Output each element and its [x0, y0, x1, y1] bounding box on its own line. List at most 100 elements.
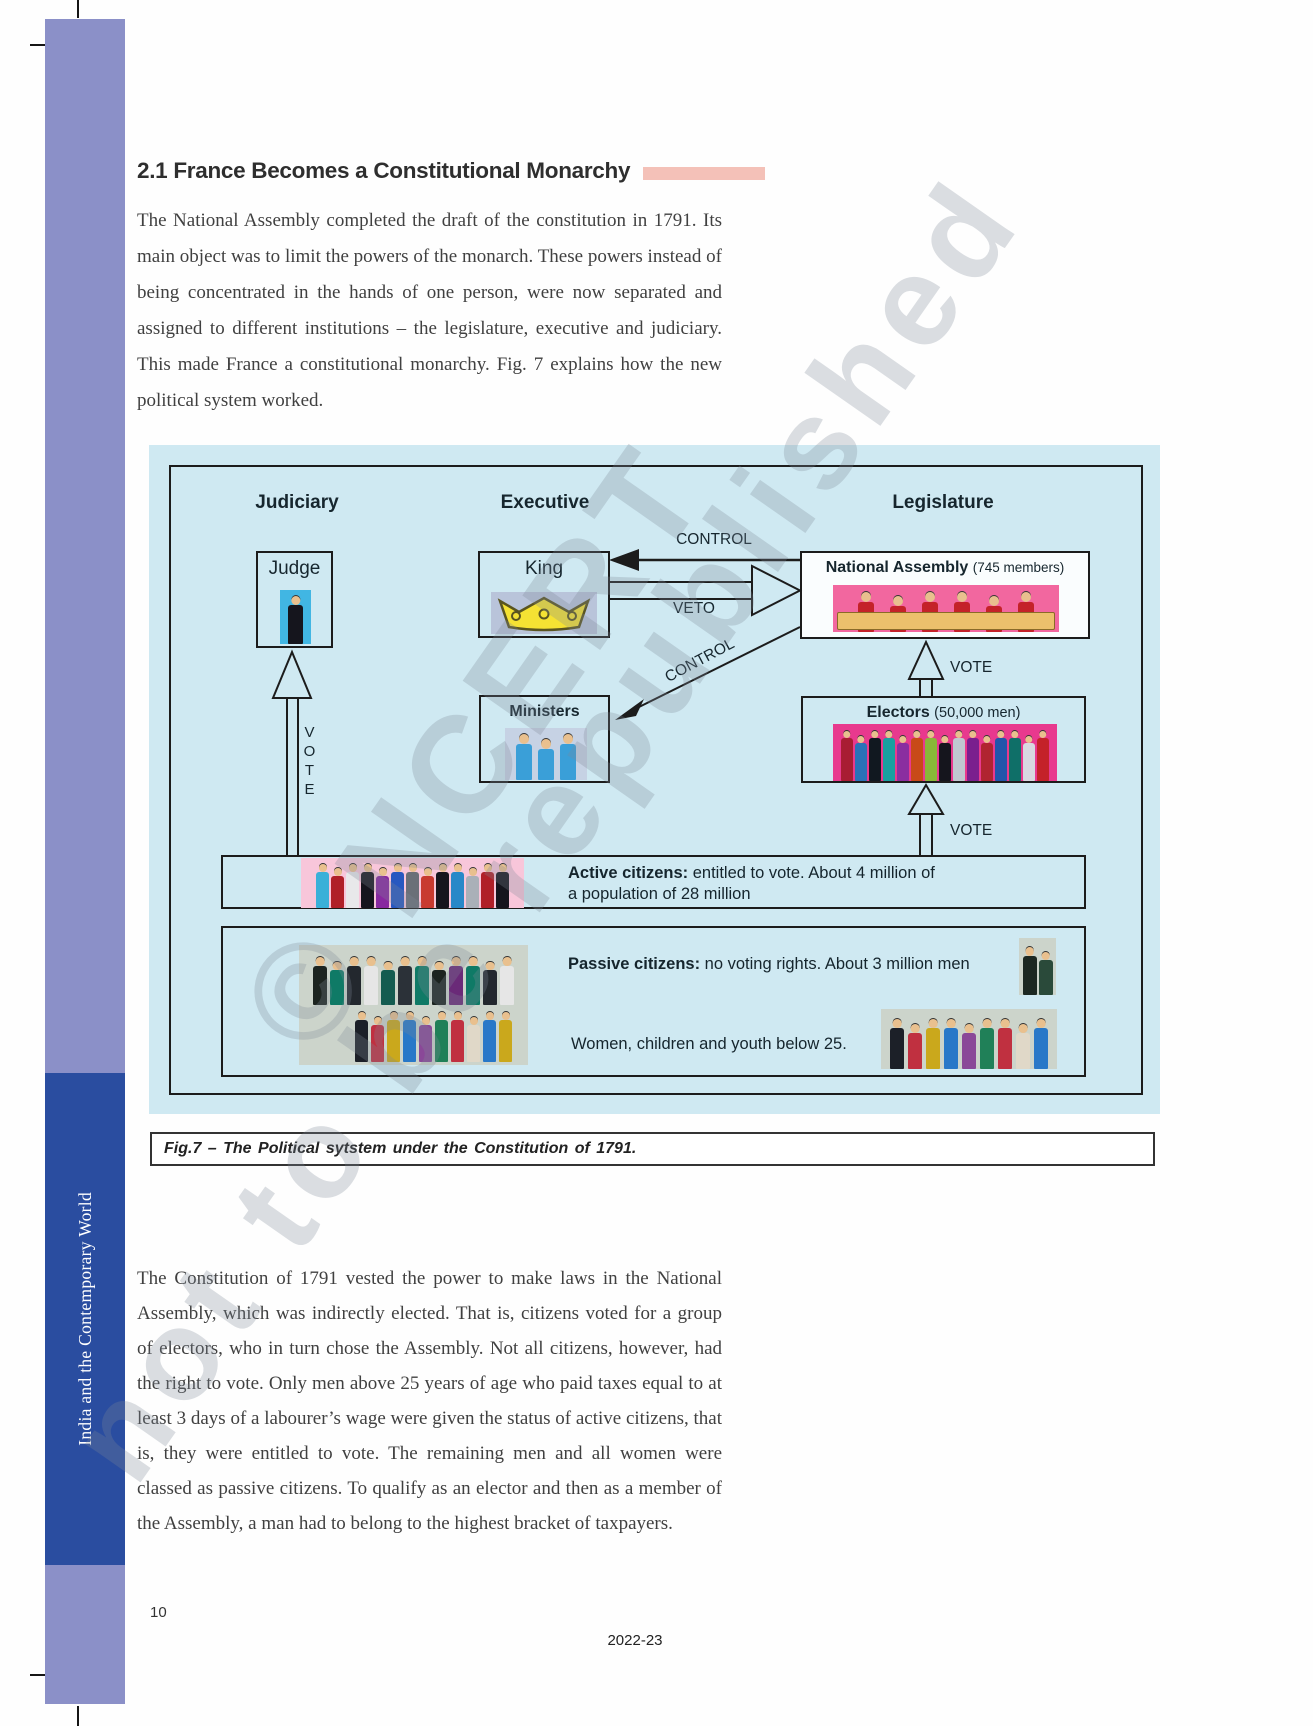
active-citizens-illustration [301, 858, 524, 908]
page-number: 10 [150, 1604, 167, 1621]
judge-label: Judge [268, 558, 321, 579]
person-figure [516, 734, 532, 780]
person-figure [939, 736, 951, 781]
person-figure [331, 868, 344, 908]
vote-assembly-label: VOTE [950, 659, 993, 676]
person-figure [841, 731, 853, 781]
person-figure [560, 734, 576, 780]
person-figure [995, 731, 1007, 781]
person-figure [926, 1019, 940, 1069]
electors-label-text: Electors [866, 704, 930, 721]
person-figure [483, 1012, 496, 1063]
person-figure [346, 864, 359, 908]
person-figure [403, 1012, 416, 1063]
person-figure [1023, 736, 1035, 781]
person-figure [435, 1012, 448, 1063]
person-figure [316, 864, 329, 908]
person-figure [467, 1017, 480, 1063]
person-figure [432, 962, 446, 1006]
electors-illustration [833, 724, 1057, 781]
person-figure [451, 864, 464, 908]
person-figure [387, 1012, 400, 1063]
passive-citizens-text: Passive citizens: no voting rights. Abou… [568, 954, 988, 975]
person-figure [371, 1017, 384, 1063]
ministers-box: Ministers [479, 695, 610, 783]
person-figure [466, 957, 480, 1006]
person-figure [466, 868, 479, 908]
sidebar-band-middle [45, 1073, 125, 1565]
person-figure [967, 731, 979, 781]
king-box: King [478, 551, 610, 638]
person-figure [421, 868, 434, 908]
person-figure [1034, 1019, 1048, 1069]
edition-mark: 2022-23 [607, 1632, 663, 1649]
vote-judge-label: VOTE [303, 724, 316, 798]
person-figure [855, 736, 867, 781]
person-figure [944, 1019, 958, 1069]
active-citizens-text: Active citizens: entitled to vote. About… [568, 863, 948, 905]
person-figure [500, 957, 514, 1006]
national-assembly-label: National Assembly (745 members) [802, 559, 1088, 577]
person-figure [364, 957, 378, 1006]
ministers-illustration [505, 728, 587, 780]
crown-icon [497, 596, 591, 632]
person-figure [908, 1024, 922, 1069]
national-assembly-members: (745 members) [972, 560, 1065, 575]
figure-caption-box: Fig.7 – The Political sytstem under the … [150, 1132, 1155, 1166]
women-children-text: Women, children and youth below 25. [571, 1035, 847, 1053]
national-assembly-box: National Assembly (745 members) [800, 551, 1090, 639]
person-figure [436, 864, 449, 908]
crown-illustration [491, 592, 597, 634]
person-figure [415, 957, 429, 1006]
figure-frame [169, 465, 1143, 1095]
person-figure [481, 864, 494, 908]
paragraph-2: The Constitution of 1791 vested the powe… [137, 1268, 722, 1534]
column-header-legislature: Legislature [892, 492, 994, 513]
sidebar-title-wrap: India and the Contemporary World [45, 1073, 125, 1565]
person-figure [376, 868, 389, 908]
person-figure [347, 957, 361, 1006]
figure-caption: Fig.7 – The Political sytstem under the … [164, 1140, 637, 1157]
person-figure [288, 596, 303, 644]
electors-box: Electors (50,000 men) [801, 696, 1086, 783]
column-header-executive: Executive [500, 492, 590, 513]
person-figure [391, 864, 404, 908]
person-figure [330, 962, 344, 1006]
passive-small-group-illustration [1019, 938, 1056, 995]
person-figure [451, 1012, 464, 1063]
judge-illustration [280, 590, 311, 644]
sidebar-band-bottom [45, 1565, 125, 1704]
king-label: King [524, 558, 564, 579]
person-figure [381, 962, 395, 1006]
person-figure [890, 1019, 904, 1069]
paragraph-1: The National Assembly completed the draf… [137, 210, 722, 411]
person-figure [1016, 1024, 1030, 1069]
passive-citizens-description: no voting rights. About 3 million men [704, 955, 970, 973]
person-figure [1009, 731, 1021, 781]
person-figure [313, 957, 327, 1006]
section-title: 2.1 France Becomes a Constitutional Mona… [137, 158, 631, 183]
national-assembly-label-text: National Assembly [825, 559, 969, 576]
person-figure [980, 1019, 994, 1069]
person-figure [406, 864, 419, 908]
electors-label: Electors (50,000 men) [803, 704, 1084, 722]
person-figure [1037, 731, 1049, 781]
section-title-accent-bar [643, 167, 765, 180]
person-figure [361, 864, 374, 908]
active-citizens-description: entitled to vote. About 4 million of a p… [568, 864, 935, 903]
crop-mark-bottom [77, 1706, 79, 1726]
sidebar-band-top [45, 19, 125, 1073]
crop-mark-left-bottom [30, 1674, 48, 1676]
women-children-illustration [881, 1009, 1057, 1069]
sidebar-title: India and the Contemporary World [74, 1192, 95, 1446]
active-citizens-box: Active citizens: entitled to vote. About… [221, 855, 1086, 909]
crop-mark-left-top [30, 44, 48, 46]
person-figure [911, 731, 923, 781]
person-figure [981, 736, 993, 781]
person-figure [355, 1012, 368, 1063]
active-citizens-label: Active citizens: [568, 864, 689, 882]
passive-citizens-box: Passive citizens: no voting rights. Abou… [221, 926, 1086, 1077]
veto-label: VETO [673, 600, 715, 617]
person-figure [883, 731, 895, 781]
